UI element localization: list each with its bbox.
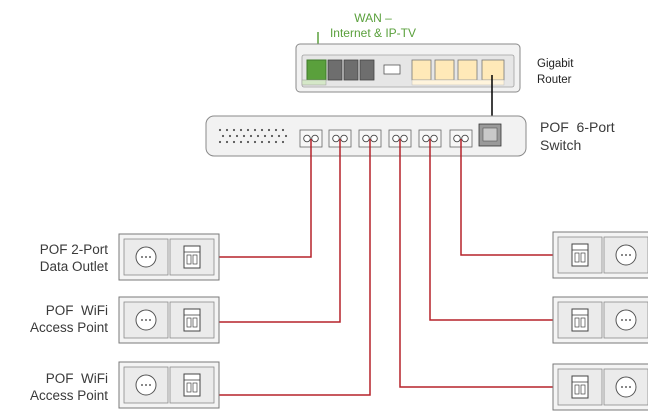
switch-label: POF 6-Port Switch bbox=[540, 118, 615, 154]
pof-6-port-switch bbox=[205, 115, 527, 157]
wan-label: WAN – Internet & IP-TV bbox=[318, 11, 428, 41]
wall-outlet-right-2 bbox=[552, 296, 648, 344]
pof-cable-3 bbox=[219, 139, 371, 396]
outlet-label-1: POF 2-Port Data Outlet bbox=[0, 241, 108, 275]
pof-port-2 bbox=[328, 129, 352, 148]
pof-cable-4 bbox=[399, 139, 553, 388]
wall-outlet-left-3 bbox=[118, 361, 220, 409]
outlet-label-2-line2: Access Point bbox=[29, 320, 108, 335]
wall-outlet-right-1 bbox=[552, 231, 648, 279]
wan-label-line1: WAN – bbox=[354, 11, 392, 25]
outlet-label-3-line2: Access Point bbox=[29, 388, 108, 403]
pof-port-4 bbox=[388, 129, 412, 148]
gigabit-router bbox=[295, 43, 521, 93]
router-label-line2: Router bbox=[537, 74, 572, 86]
router-label: Gigabit Router bbox=[537, 56, 573, 88]
pof-cables bbox=[219, 139, 553, 396]
outlet-label-2: POF WiFi Access Point bbox=[0, 302, 108, 336]
outlet-label-2-line1: POF WiFi bbox=[45, 303, 108, 318]
wan-label-line2: Internet & IP-TV bbox=[329, 26, 417, 40]
switch-label-line1: POF 6-Port bbox=[540, 119, 615, 135]
wall-outlet-right-3 bbox=[552, 363, 648, 411]
outlet-label-3-line1: POF WiFi bbox=[45, 371, 108, 386]
outlet-label-1-line2: Data Outlet bbox=[39, 259, 108, 274]
pof-port-1 bbox=[299, 129, 323, 148]
outlet-label-1-line1: POF 2-Port bbox=[39, 242, 108, 257]
switch-label-line2: Switch bbox=[540, 137, 582, 153]
router-label-line1: Gigabit bbox=[537, 58, 574, 70]
pof-port-5 bbox=[418, 129, 442, 148]
wall-outlet-left-2 bbox=[118, 296, 220, 344]
pof-cable-5 bbox=[429, 139, 553, 321]
wall-outlet-left-1 bbox=[118, 233, 220, 281]
pof-cable-6 bbox=[460, 139, 553, 256]
outlet-label-3: POF WiFi Access Point bbox=[0, 370, 108, 404]
pof-cable-1 bbox=[219, 139, 312, 258]
pof-cable-2 bbox=[219, 139, 341, 323]
switch-vent-dots bbox=[218, 128, 288, 144]
wan-port bbox=[306, 59, 327, 81]
